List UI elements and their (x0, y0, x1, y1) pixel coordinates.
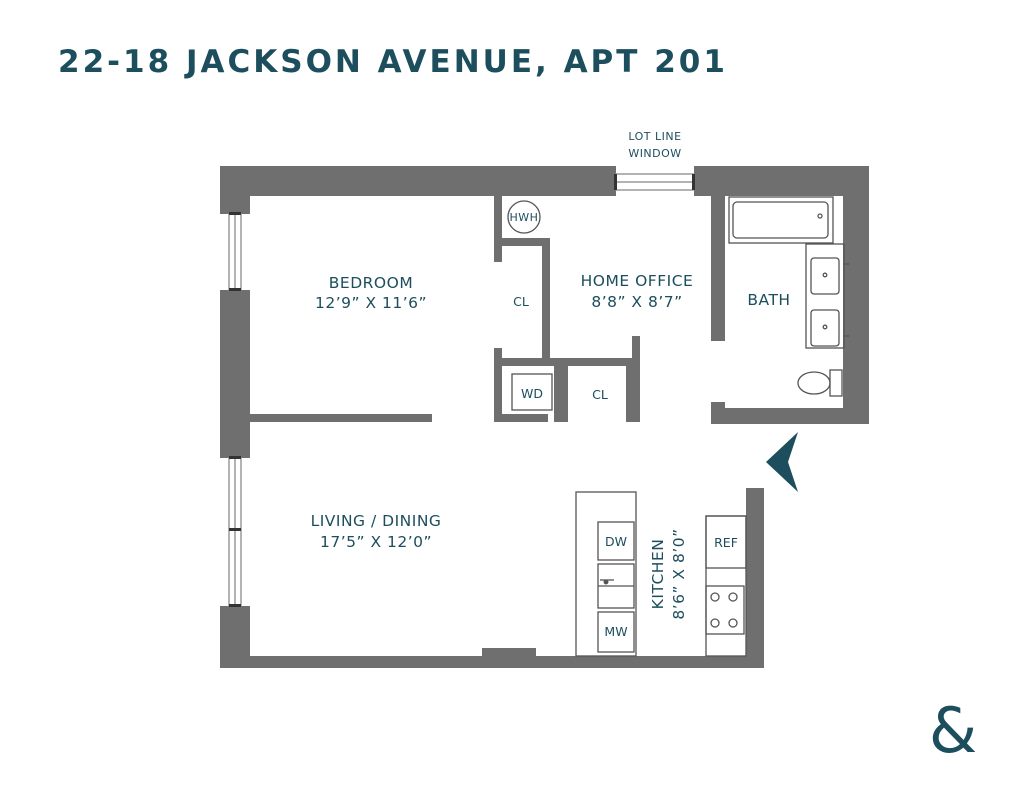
wd-label: WD (521, 386, 543, 401)
window-label: WINDOW (628, 147, 681, 160)
page-title: 22-18 JACKSON AVENUE, APT 201 (58, 44, 728, 80)
interior-walls (248, 196, 725, 424)
bedroom-closet-label: CL (513, 294, 529, 309)
ref-label: REF (714, 535, 738, 550)
hall-closet-label: CL (592, 387, 608, 402)
lot-line-label: LOT LINE (628, 130, 681, 143)
stove (705, 585, 745, 635)
kitchen-dims: 8’6” X 8’0” (670, 528, 688, 619)
kitchen-fixtures (575, 491, 747, 657)
water-heater: HWH (507, 200, 541, 234)
home-office-dims: 8’8” X 8’7” (591, 293, 682, 311)
ampersand-logo: & (929, 694, 977, 767)
bathtub (728, 196, 834, 244)
microwave (597, 611, 635, 653)
living-dining-name: LIVING / DINING (311, 512, 442, 530)
living-dining-dims: 17’5” X 12’0” (320, 533, 432, 551)
bath-name: BATH (747, 291, 790, 309)
vanity (805, 243, 845, 349)
room-labels: LOT LINE WINDOW BEDROOM 12’9” X 11’6” CL… (311, 130, 791, 639)
washer-dryer: WD (511, 373, 553, 411)
mw-label: MW (604, 624, 627, 639)
entry-arrow-icon (766, 432, 798, 492)
toilet (829, 369, 843, 397)
home-office-name: HOME OFFICE (581, 272, 694, 290)
hwh-label: HWH (510, 211, 539, 224)
bath-fixtures (728, 196, 849, 397)
bedroom-dims: 12’9” X 11’6” (315, 294, 427, 312)
dishwasher (597, 521, 635, 561)
refrigerator (705, 515, 747, 569)
dw-label: DW (605, 534, 627, 549)
exterior-walls (220, 166, 869, 668)
kitchen-counter (575, 491, 637, 657)
kitchen-name: KITCHEN (649, 539, 667, 610)
bedroom-name: BEDROOM (329, 274, 413, 292)
